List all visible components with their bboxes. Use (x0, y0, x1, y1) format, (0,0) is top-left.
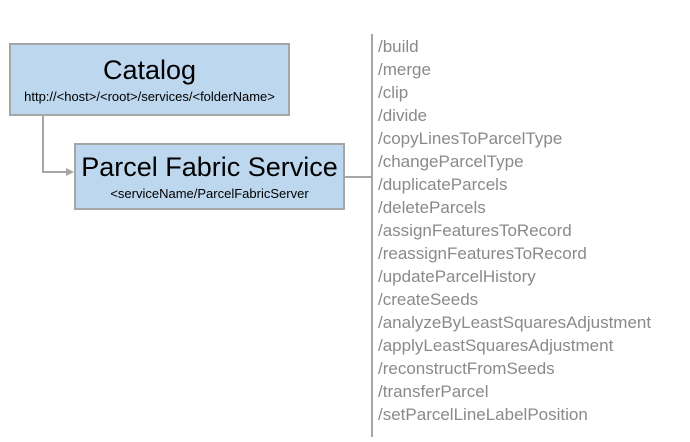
catalog-title: Catalog (102, 54, 197, 85)
endpoint-item: /deleteParcels (378, 198, 486, 217)
catalog-box: Catalog http://<host>/<root>/services/<f… (9, 43, 290, 116)
endpoint-item: /clip (378, 83, 409, 102)
service-to-endpoints-connector (345, 176, 371, 178)
catalog-to-service-connector-horizontal (42, 171, 67, 173)
service-url: <serviceName/ParcelFabricServer (110, 185, 309, 201)
endpoint-item: /analyzeByLeastSquaresAdjustment (378, 313, 652, 332)
endpoint-item: /reconstructFromSeeds (378, 359, 555, 378)
catalog-to-service-connector-vertical (42, 116, 44, 173)
endpoints-list: /build/merge/clip/divide/copyLinesToParc… (378, 35, 651, 426)
endpoint-item: /changeParcelType (378, 152, 524, 171)
endpoint-item: /updateParcelHistory (378, 267, 536, 286)
service-title: Parcel Fabric Service (81, 151, 338, 182)
endpoint-item: /assignFeaturesToRecord (378, 221, 572, 240)
endpoint-item: /divide (378, 106, 428, 125)
endpoint-item: /transferParcel (378, 382, 489, 401)
endpoint-item: /copyLinesToParcelType (378, 129, 563, 148)
endpoint-item: /applyLeastSquaresAdjustment (378, 336, 614, 355)
parcel-fabric-service-box: Parcel Fabric Service <serviceName/Parce… (74, 143, 345, 210)
catalog-url: http://<host>/<root>/services/<folderNam… (24, 88, 275, 104)
endpoint-item: /reassignFeaturesToRecord (378, 244, 587, 263)
connector-arrowhead-icon (66, 168, 74, 176)
endpoint-item: /setParcelLineLabelPosition (378, 405, 588, 424)
endpoints-divider-line (371, 34, 373, 437)
endpoint-item: /build (378, 37, 419, 56)
endpoint-item: /createSeeds (378, 290, 479, 309)
endpoint-item: /merge (378, 60, 431, 79)
endpoint-item: /duplicateParcels (378, 175, 508, 194)
